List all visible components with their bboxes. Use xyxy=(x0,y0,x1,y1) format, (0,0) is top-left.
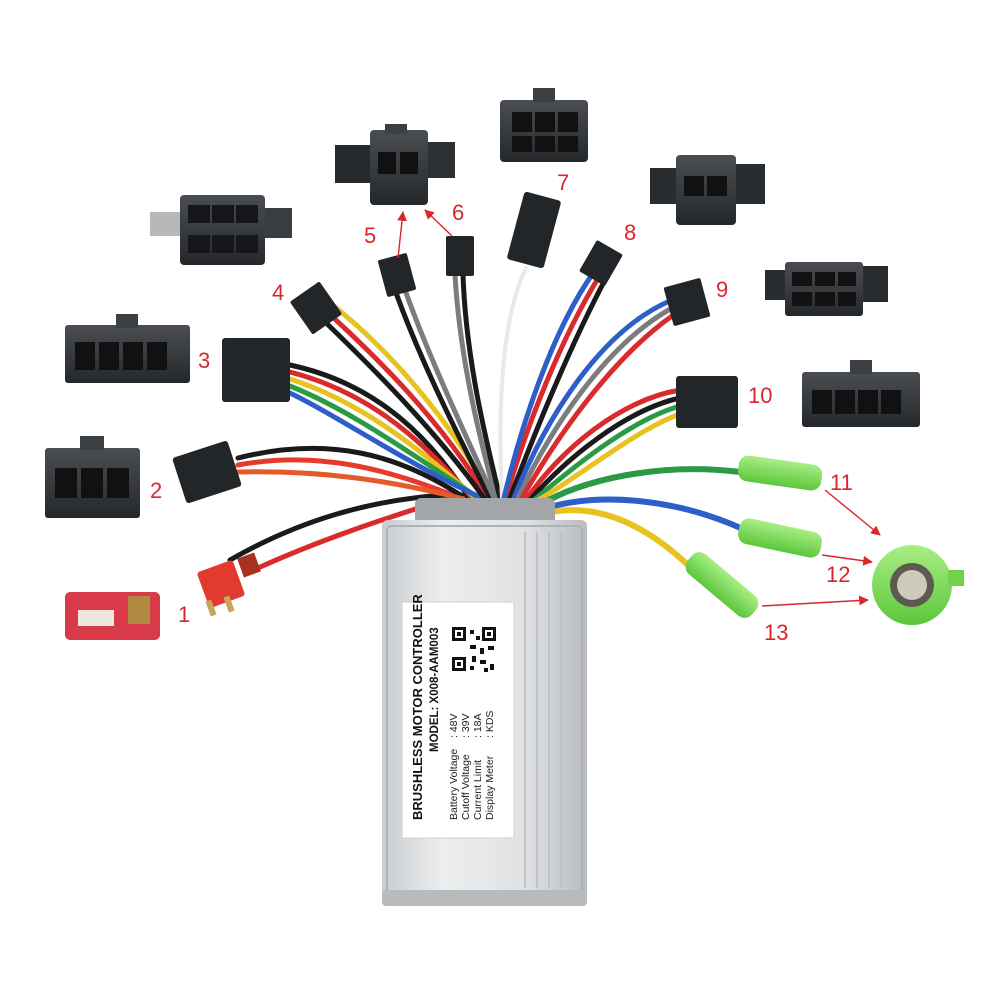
callout-1: 1 xyxy=(178,602,190,627)
spec-name-3: Display Meter xyxy=(484,755,496,820)
arrow-5 xyxy=(397,211,407,259)
callout-arrows xyxy=(397,209,881,607)
wire-plugs xyxy=(172,191,823,618)
plug-5 xyxy=(378,253,416,297)
connector-housing-8 xyxy=(650,155,765,225)
callout-5: 5 xyxy=(364,223,376,248)
connector-housing-7 xyxy=(500,88,588,162)
connector-housing-10 xyxy=(802,360,920,427)
arrow-12 xyxy=(821,554,873,566)
plug-6 xyxy=(446,236,474,276)
connector-housing-3 xyxy=(65,314,190,383)
callout-13: 13 xyxy=(764,620,788,645)
label-model: MODEL: X008-AAM003 xyxy=(429,627,441,752)
spec-name-1: Cutoff Voltage xyxy=(460,754,472,820)
arrow-6 xyxy=(424,209,453,237)
bullet-11 xyxy=(737,455,823,491)
callout-3: 3 xyxy=(198,348,210,373)
loose-connectors xyxy=(45,88,964,640)
wire-harness xyxy=(227,266,748,571)
plug-9 xyxy=(663,278,711,326)
connector-housing-left-top xyxy=(150,195,292,265)
product-label: BRUSHLESS MOTOR CONTROLLER MODEL: X008-A… xyxy=(401,594,515,839)
bullet-12 xyxy=(738,518,822,558)
callout-4: 4 xyxy=(272,280,284,305)
callout-numbers: 1 2 3 4 5 6 7 8 9 10 11 12 13 xyxy=(150,170,853,645)
bullet-13 xyxy=(685,552,759,618)
t-plug-1 xyxy=(197,552,261,617)
callout-10: 10 xyxy=(748,383,772,408)
callout-7: 7 xyxy=(557,170,569,195)
plug-2 xyxy=(172,440,242,504)
qr-code xyxy=(450,625,498,673)
connector-housing-9 xyxy=(765,262,888,316)
arrow-11 xyxy=(824,489,881,536)
spec-name-2: Current Limit xyxy=(472,760,484,820)
arrow-13 xyxy=(761,595,869,607)
plug-4 xyxy=(290,282,342,334)
callout-11: 11 xyxy=(830,470,853,495)
plug-10 xyxy=(676,376,738,428)
callout-8: 8 xyxy=(624,220,636,245)
callout-2: 2 xyxy=(150,478,162,503)
callout-12: 12 xyxy=(826,562,850,587)
spec-value-3: : KDS xyxy=(484,711,496,738)
plug-7 xyxy=(507,191,561,269)
callout-6: 6 xyxy=(452,200,464,225)
plug-3 xyxy=(222,338,290,402)
label-title: BRUSHLESS MOTOR CONTROLLER xyxy=(410,594,425,820)
deans-plug xyxy=(65,592,160,640)
spec-value-2: : 18A xyxy=(472,713,484,738)
bullet-connector-housing xyxy=(872,545,964,625)
connector-housing-5 xyxy=(335,124,455,205)
controller-body: BRUSHLESS MOTOR CONTROLLER MODEL: X008-A… xyxy=(382,498,587,906)
callout-9: 9 xyxy=(716,277,728,302)
spec-name-0: Battery Voltage xyxy=(448,749,460,820)
spec-value-1: : 39V xyxy=(460,713,472,738)
spec-value-0: : 48V xyxy=(448,713,460,738)
connector-housing-2 xyxy=(45,436,140,518)
plug-8 xyxy=(579,240,623,286)
